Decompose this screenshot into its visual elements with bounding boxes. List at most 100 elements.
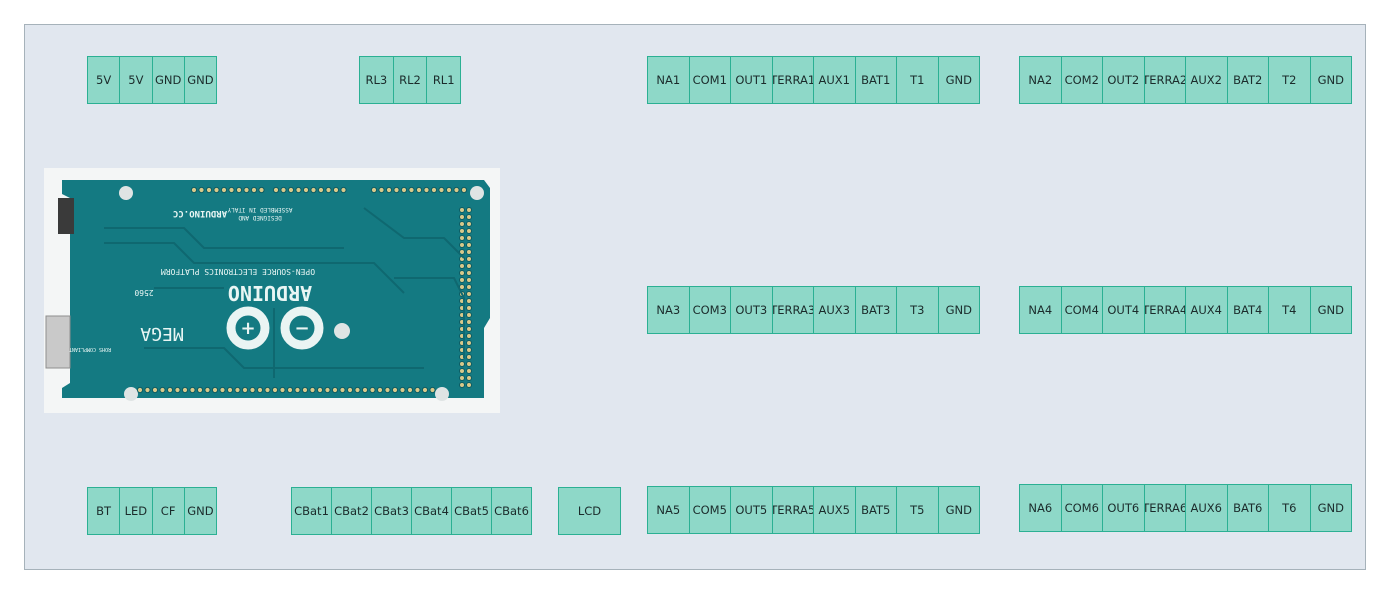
header-pin — [466, 207, 472, 213]
header-pin — [466, 333, 472, 339]
header-pin — [460, 186, 468, 194]
terminal-na6: NA6 — [1020, 485, 1062, 531]
header-pin — [294, 386, 301, 394]
terminal-bat5: BAT5 — [855, 487, 897, 533]
terminal-out5: OUT5 — [731, 487, 773, 533]
terminal-lcd: LCD — [559, 488, 620, 534]
terminal-bat3: BAT3 — [855, 287, 897, 333]
header-pin — [459, 228, 465, 234]
header-pin — [301, 386, 309, 394]
arduino-board-drawing: + − ARDUINO MEGA 2560 OPEN-SOURCE ELECTR… — [45, 180, 490, 401]
header-pin — [196, 386, 204, 394]
terminal-com2: COM2 — [1061, 57, 1103, 103]
terminal-5v: 5V — [88, 57, 121, 103]
terminal-cbat6: CBat6 — [492, 488, 531, 534]
header-pin — [198, 186, 205, 194]
header-pin — [408, 186, 415, 194]
header-pin — [406, 386, 414, 394]
header-pin — [459, 249, 465, 255]
top-header-pins — [190, 186, 468, 194]
header-pin — [264, 386, 271, 394]
terminal-na1: NA1 — [648, 57, 690, 103]
header-pin — [391, 386, 399, 394]
header-pin — [466, 340, 472, 346]
terminal-cbat3: CBat3 — [372, 488, 412, 534]
terminal-terra5: TERRA5 — [772, 487, 814, 533]
header-pin — [378, 186, 385, 194]
header-pin — [250, 186, 258, 194]
header-pin — [241, 386, 249, 394]
header-pin — [346, 386, 354, 394]
header-pin — [459, 263, 465, 269]
terminal-aux3: AUX3 — [814, 287, 856, 333]
header-pin — [459, 207, 465, 213]
svg-text:+: + — [240, 318, 255, 339]
terminal-gnd: GND — [184, 488, 216, 534]
header-pin — [415, 186, 423, 194]
header-pin — [309, 386, 316, 394]
header-pin — [459, 242, 465, 248]
header-pin — [466, 263, 472, 269]
header-pin — [243, 186, 250, 194]
header-pin — [466, 305, 472, 311]
terminal-terra4: TERRA4 — [1144, 287, 1186, 333]
header-pin — [466, 326, 472, 332]
arduino-infinity-logo: + − — [226, 306, 324, 350]
mounting-hole — [470, 186, 484, 200]
header-pin — [466, 284, 472, 290]
terminal-out4: OUT4 — [1103, 287, 1145, 333]
terminal-t3: T3 — [897, 287, 939, 333]
header-pin — [459, 277, 465, 283]
terminal-aux4: AUX4 — [1186, 287, 1228, 333]
terminal-bat6: BAT6 — [1227, 485, 1269, 531]
header-pin — [211, 386, 219, 394]
terminal-com4: COM4 — [1061, 287, 1103, 333]
header-pin — [466, 242, 472, 248]
header-pin — [459, 221, 465, 227]
header-pin — [466, 221, 472, 227]
header-pin — [258, 186, 265, 194]
header-pin — [226, 386, 234, 394]
header-pin — [190, 186, 198, 194]
header-pin — [438, 186, 445, 194]
header-pin — [423, 186, 430, 194]
terminal-cbat2: CBat2 — [332, 488, 372, 534]
header-pin — [219, 386, 226, 394]
header-pin — [459, 368, 465, 374]
header-pin — [272, 186, 280, 194]
header-pin — [324, 386, 331, 394]
terminal-na4: NA4 — [1020, 287, 1062, 333]
header-pin — [466, 361, 472, 367]
terminal-rl1: RL1 — [427, 57, 461, 103]
header-pin — [466, 354, 472, 360]
assembled-lettering: ASSEMBLED IN ITALY — [227, 206, 292, 213]
terminal-terra1: TERRA1 — [772, 57, 814, 103]
header-pin — [466, 375, 472, 381]
header-pin — [466, 235, 472, 241]
pcb-traces — [104, 207, 465, 378]
header-pin — [189, 386, 196, 394]
header-pin — [204, 386, 211, 394]
platform-lettering: OPEN-SOURCE ELECTRONICS PLATFORM — [161, 267, 315, 276]
header-pin — [466, 319, 472, 325]
terminal-gnd: GND — [184, 57, 216, 103]
terminal-aux1: AUX1 — [814, 57, 856, 103]
header-pin — [384, 386, 391, 394]
header-pin — [453, 186, 460, 194]
header-pin — [376, 386, 384, 394]
header-pin — [220, 186, 228, 194]
terminal-bat2: BAT2 — [1227, 57, 1269, 103]
right-header-pins — [459, 207, 472, 388]
terminal-aux6: AUX6 — [1186, 485, 1228, 531]
site-lettering: ARDUINO.CC — [173, 208, 227, 218]
terminal-cf: CF — [152, 488, 185, 534]
lcd-terminal-block: LCD — [558, 487, 621, 535]
compliance-lettering: ROHS COMPLIANT — [69, 346, 111, 352]
mounting-hole — [334, 323, 350, 339]
terminal-out1: OUT1 — [731, 57, 773, 103]
header-pin — [286, 386, 294, 394]
mounting-hole — [435, 387, 449, 401]
